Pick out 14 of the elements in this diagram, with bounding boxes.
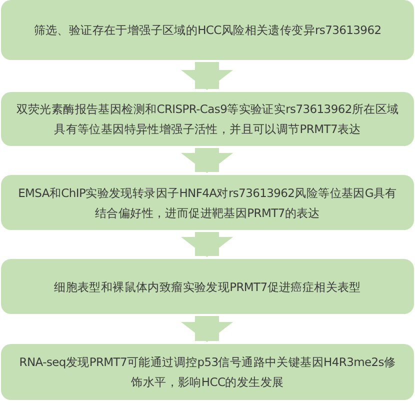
block-arrow [181,316,233,342]
step-text: EMSA和ChIP实验发现转录因子HNF4A对rs73613962风险等位基因G具有结合偏好性，进而促进靶基因PRMT7的表达 [17,184,398,222]
block-arrow [181,148,233,173]
block-arrow [181,232,233,257]
step-text: 细胞表型和裸鼠体内致瘤实验发现PRMT7促进癌症相关表型 [54,278,361,296]
step-text: RNA-seq发现PRMT7可能通过调控p53信号通路中关键基因H4R3me2s修饰水平，影响HCC的发生发展 [18,354,397,391]
process-box [1,175,414,230]
step-text: 筛选、验证存在于增强子区域的HCC风险相关遗传变异rs73613962 [34,22,382,39]
process-box [1,259,414,314]
process-box [1,92,414,146]
step-text: 双荧光素酶报告基因检测和CRISPR-Cas9等实验证实rs73613962所在区域具有等位基因特异性增强子活性，并且可以调节PRMT7表达 [15,101,400,138]
process-box [1,0,414,60]
process-box [1,344,414,400]
block-arrow [181,62,233,90]
